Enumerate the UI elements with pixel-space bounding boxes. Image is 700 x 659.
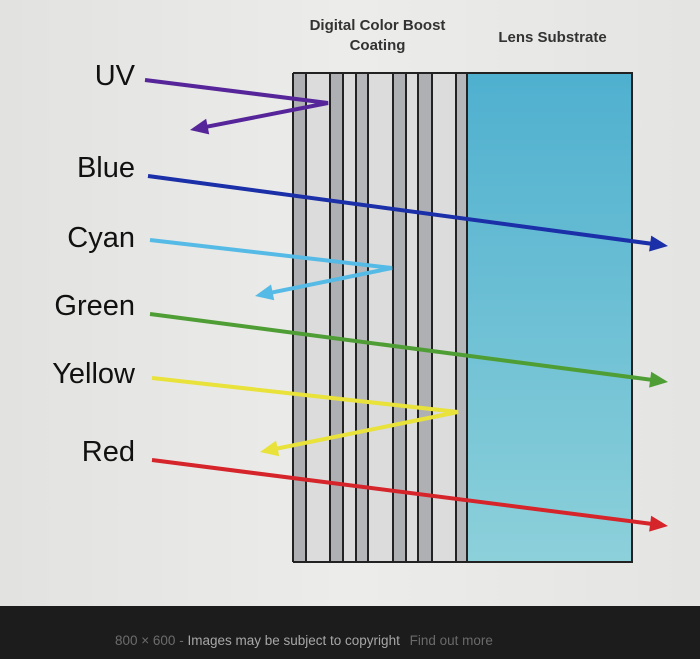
ray-uv [144, 78, 329, 130]
ray-yellow [151, 376, 459, 452]
arrowhead-icon [649, 235, 668, 252]
arrowhead-icon [649, 515, 668, 532]
ray-label-blue: Blue [76, 152, 135, 184]
copyright-notice: Images may be subject to copyright [187, 633, 400, 648]
arrowhead-icon [649, 371, 668, 388]
arrowhead-icon [255, 284, 275, 301]
image-info-bar: 800 × 600 - Images may be subject to cop… [0, 606, 700, 659]
diagram-graphic [144, 72, 668, 563]
coating-layers [292, 72, 467, 563]
ray-cyan [149, 238, 393, 296]
lens-substrate [466, 72, 633, 563]
ray-label-yellow: Yellow [52, 358, 135, 390]
substrate-label: Lens Substrate [498, 29, 607, 46]
arrowhead-icon [260, 440, 280, 457]
ray-red [151, 458, 657, 527]
lens-coating-diagram: Digital Color Boost Coating Lens Substra… [0, 0, 700, 606]
ray-label-red: Red [81, 436, 135, 468]
ray-label-uv: UV [94, 60, 135, 92]
ray-green [149, 312, 657, 383]
find-out-more-link[interactable]: Find out more [409, 633, 493, 648]
ray-label-cyan: Cyan [67, 222, 135, 254]
ray-label-green: Green [54, 290, 135, 322]
arrowhead-icon [190, 118, 210, 135]
ray-blue [147, 174, 657, 247]
image-dimensions: 800 × 600 [115, 633, 176, 648]
coating-label: Digital Color Boost Coating [309, 17, 446, 54]
separator: - [179, 633, 184, 648]
